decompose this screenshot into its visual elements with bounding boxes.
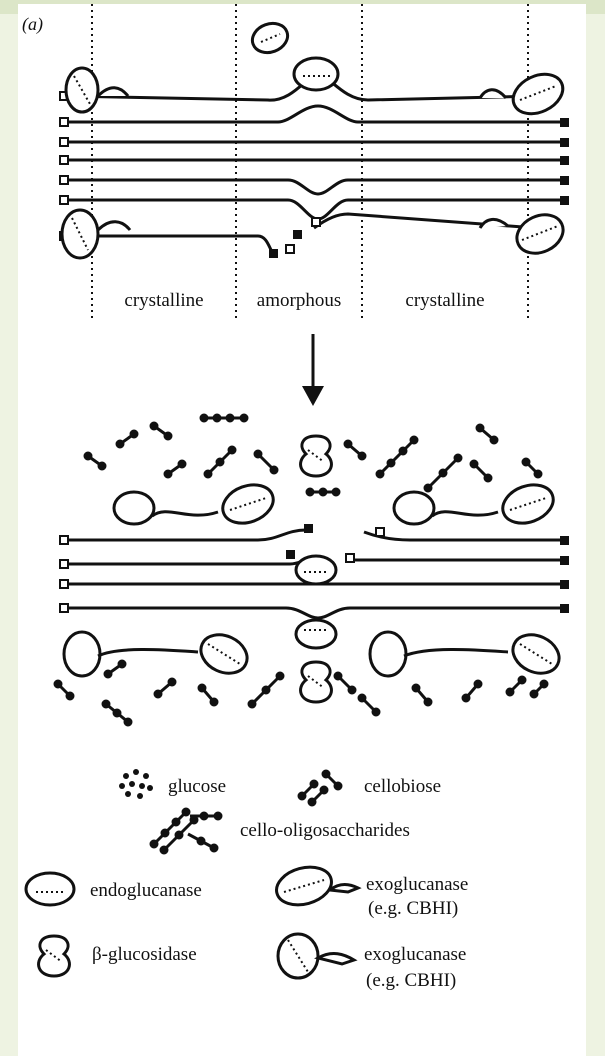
exoglucanase-top-left xyxy=(66,68,128,112)
bottom-endoglucanase-upper xyxy=(296,556,336,584)
legend-exoglucanase-2-label-line2: (e.g. CBHI) xyxy=(366,970,456,991)
legend-oligosaccharides-label: cello-oligosaccharides xyxy=(240,820,410,841)
endoglucanase-bound xyxy=(294,58,338,90)
bottom-exoglucanase-lower-left xyxy=(64,628,253,681)
legend-exoglucanase-1-label-line1: exoglucanase xyxy=(366,874,468,895)
legend-beta-glucosidase-icon xyxy=(39,936,70,976)
beta-glucosidase-lower xyxy=(301,662,332,702)
bottom-exoglucanase-upper-right xyxy=(394,478,559,530)
legend-cellobiose-label: cellobiose xyxy=(364,776,441,797)
panel-label: (a) xyxy=(22,14,43,35)
down-arrow-icon xyxy=(302,334,324,406)
bottom-exoglucanase-lower-right xyxy=(370,628,565,681)
legend-endoglucanase-label: endoglucanase xyxy=(90,880,202,901)
cellulose-degradation-diagram: (a) xyxy=(18,4,586,1056)
region-label-crystalline-left: crystalline xyxy=(124,290,203,311)
legend-exoglucanase-1-icon xyxy=(272,861,358,910)
legend-exoglucanase-1-label-line2: (e.g. CBHI) xyxy=(368,898,458,919)
legend-glucose-label: glucose xyxy=(168,776,226,797)
bottom-endoglucanase-lower xyxy=(296,620,336,648)
legend-exoglucanase-2-label-line1: exoglucanase xyxy=(364,944,466,965)
beta-glucosidase-upper xyxy=(301,436,332,476)
region-dividers xyxy=(92,4,528,320)
legend-exoglucanase-2-icon xyxy=(278,934,354,978)
region-label-amorphous: amorphous xyxy=(257,290,341,311)
figure-panel: (a) xyxy=(18,4,586,1056)
exoglucanase-bottom-right xyxy=(480,208,569,261)
legend-oligosaccharides-icon xyxy=(151,809,221,853)
bottom-exoglucanase-upper-left xyxy=(114,478,279,530)
exoglucanase-bottom-left xyxy=(62,210,130,258)
legend-beta-glucosidase-label: β-glucosidase xyxy=(92,944,197,965)
legend-glucose-icon xyxy=(119,769,153,799)
legend-cellobiose-icon xyxy=(299,771,341,805)
legend-endoglucanase-icon xyxy=(26,873,74,905)
endoglucanase-free xyxy=(248,19,291,58)
exoglucanase-top-right xyxy=(480,67,569,122)
region-label-crystalline-right: crystalline xyxy=(405,290,484,311)
